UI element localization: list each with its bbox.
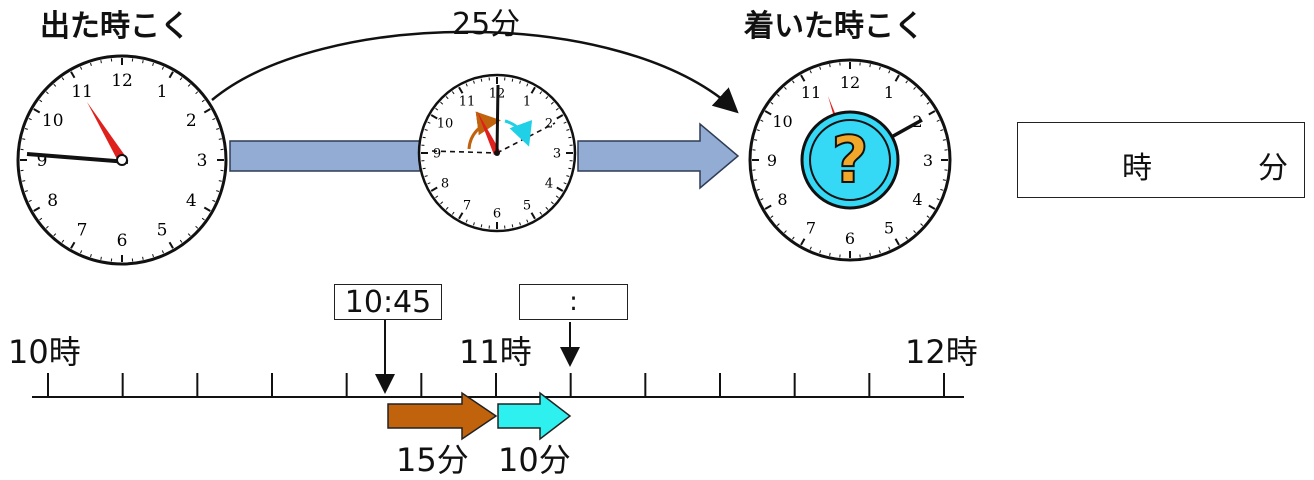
flow-bar-left xyxy=(229,140,421,172)
clock-number: 10 xyxy=(437,117,454,132)
flow-arrow-right xyxy=(577,122,740,190)
clock-number: 1 xyxy=(884,83,894,102)
clock-number: 2 xyxy=(545,117,553,132)
timeline-mid-label: 11時 xyxy=(459,333,532,371)
clock-number: 5 xyxy=(523,199,531,214)
middle-guide-2 xyxy=(496,122,556,154)
elapsed-label: 25分 xyxy=(446,10,527,40)
clock-number: 7 xyxy=(77,220,88,240)
clock-number: 8 xyxy=(47,191,58,211)
middle-guide-9 xyxy=(431,150,498,154)
clock-number: 3 xyxy=(923,151,933,170)
arrival-label: 着いた時こく xyxy=(744,9,924,44)
clock-number: 11 xyxy=(459,95,476,110)
question-mark-icon: ? xyxy=(831,124,868,198)
clock-number: 3 xyxy=(553,147,561,162)
clock-number: 3 xyxy=(197,151,208,171)
timeline-end-label: 12時 xyxy=(905,333,978,371)
departure-time-box: 10:45 xyxy=(334,284,442,320)
clock-number: 2 xyxy=(186,111,197,131)
arrival-clock-ticks xyxy=(752,62,948,258)
clock-number: 9 xyxy=(433,147,441,162)
clock-number: 1 xyxy=(523,95,531,110)
departure-label: 出た時こく xyxy=(40,9,190,44)
clock-number: 5 xyxy=(157,220,168,240)
departure-clock-ticks xyxy=(20,58,224,262)
clock-number: 11 xyxy=(71,82,93,102)
clock-number: 9 xyxy=(37,151,48,171)
middle-minute-hand xyxy=(495,84,500,154)
clock-number: 4 xyxy=(186,191,197,211)
clock-number: 6 xyxy=(117,231,128,251)
answer-hour-unit: 時 xyxy=(1122,151,1152,186)
clock-number: 8 xyxy=(441,177,449,192)
clock-number: 7 xyxy=(806,218,816,237)
arrival-time-box[interactable]: : xyxy=(519,284,628,320)
clock-number: 5 xyxy=(884,218,894,237)
question-badge xyxy=(800,110,900,210)
clock-number: 4 xyxy=(912,190,922,209)
clock-number: 12 xyxy=(111,71,133,91)
clock-number: 1 xyxy=(157,82,168,102)
timeline-ticks xyxy=(47,373,945,397)
middle-cyan-arc xyxy=(504,119,533,147)
answer-minute-unit: 分 xyxy=(1258,151,1288,186)
clock-number: 4 xyxy=(545,177,553,192)
clock-number: 6 xyxy=(493,207,501,222)
elapsed-arc xyxy=(211,30,739,114)
middle-clock-ticks xyxy=(421,77,573,229)
clock-number: 9 xyxy=(767,151,777,170)
answer-box[interactable]: 時 分 xyxy=(1017,122,1305,198)
segment-10min-arrow xyxy=(497,391,572,441)
clock-number: 6 xyxy=(845,229,855,248)
clock-number: 8 xyxy=(777,190,787,209)
clock-number: 10 xyxy=(42,111,64,131)
middle-hour-hand xyxy=(477,111,500,155)
clock-number: 12 xyxy=(840,73,860,92)
clock-number: 11 xyxy=(801,83,821,102)
departure-hour-hand xyxy=(87,102,126,163)
clock-number: 7 xyxy=(463,199,471,214)
segment1-label: 15分 xyxy=(396,441,469,479)
clock-number: 10 xyxy=(772,112,792,131)
departure-minute-hand xyxy=(26,152,129,164)
middle-orange-arc xyxy=(467,111,501,150)
segment-15min-arrow xyxy=(387,391,498,441)
segment2-label: 10分 xyxy=(498,441,571,479)
timeline-start-label: 10時 xyxy=(8,333,81,371)
